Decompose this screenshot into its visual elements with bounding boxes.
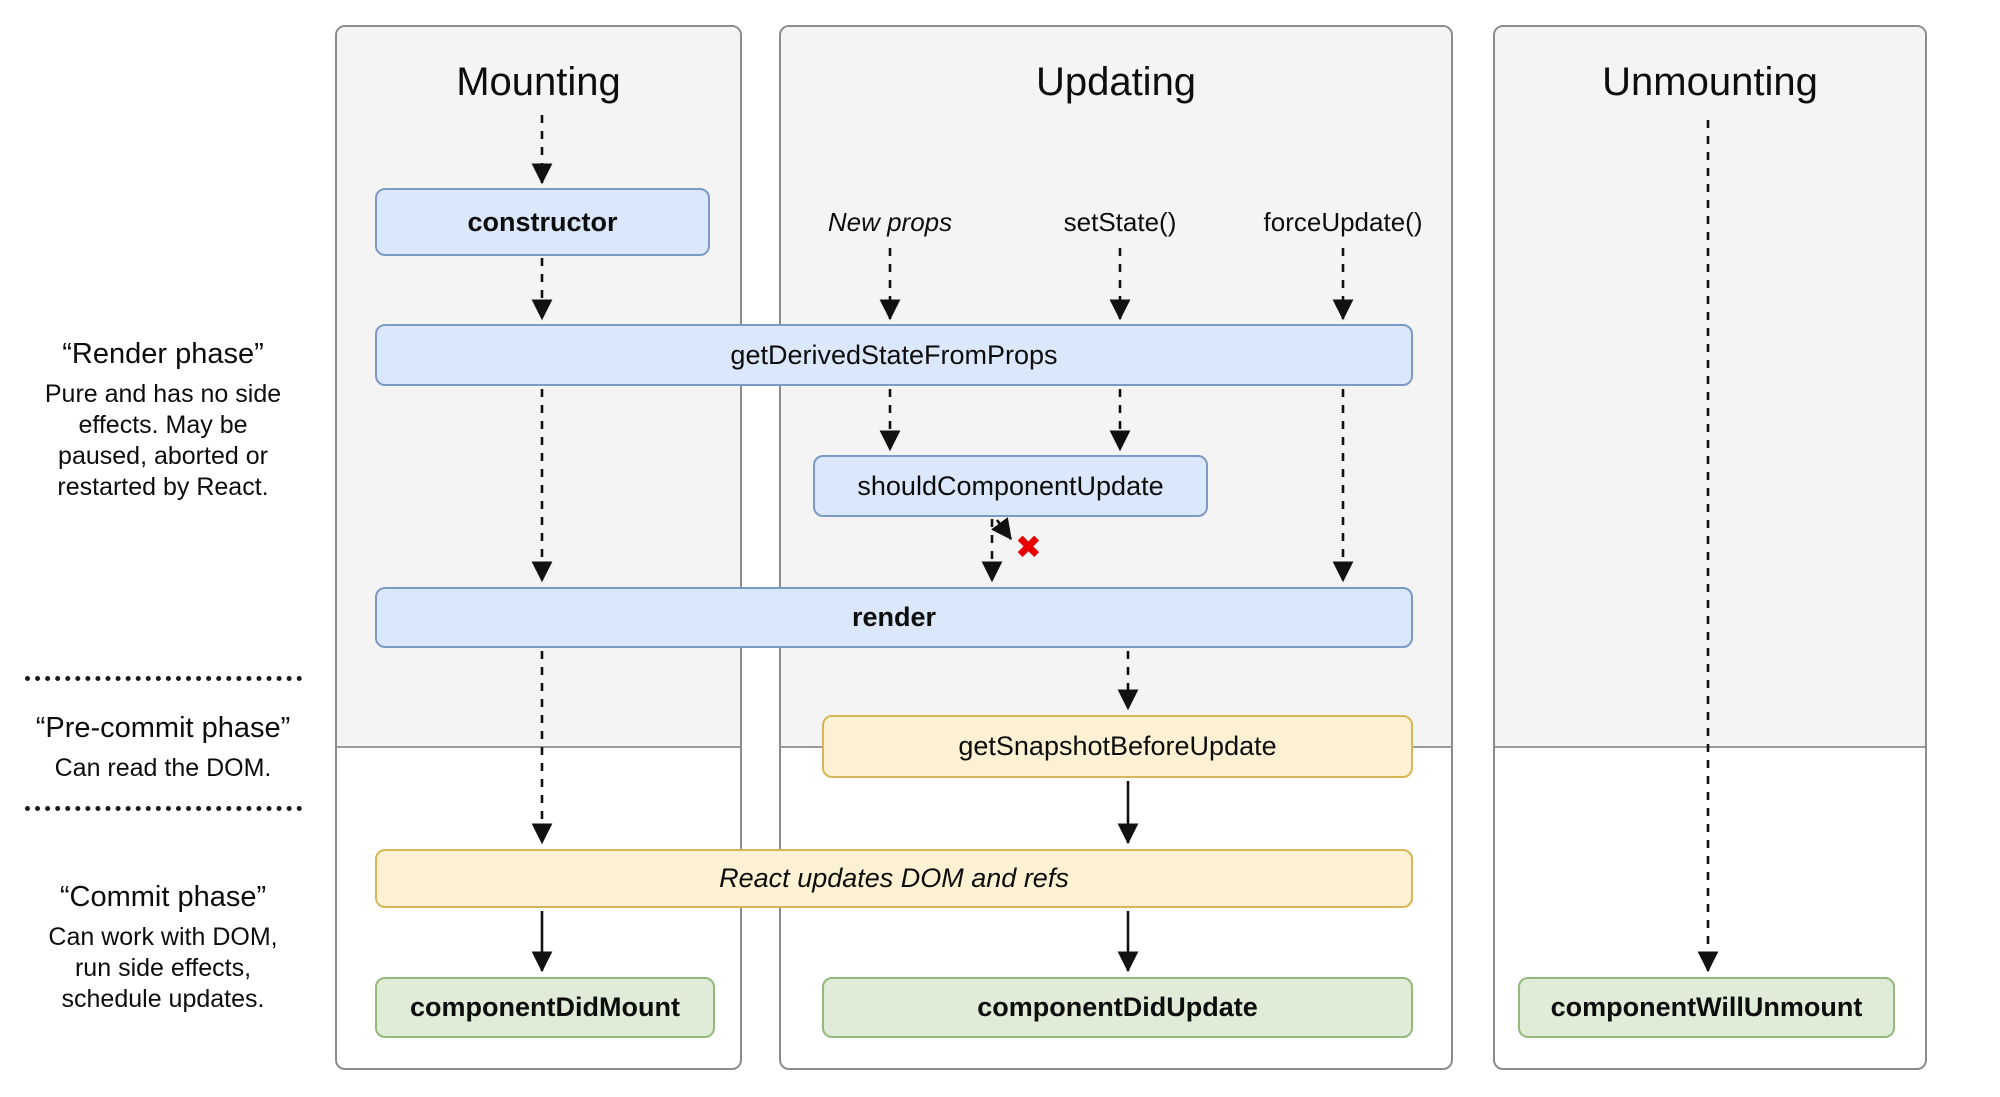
method-box-componentdidupdate[interactable]: componentDidUpdate bbox=[822, 977, 1413, 1038]
phase-label-pre-commit: “Pre-commit phase” Can read the DOM. bbox=[13, 711, 313, 784]
column-unmounting bbox=[1493, 25, 1927, 1070]
method-box-constructor[interactable]: constructor bbox=[375, 188, 710, 256]
column-title-mounting: Mounting bbox=[456, 60, 621, 104]
method-box-render[interactable]: render bbox=[375, 587, 1413, 648]
column-title-unmounting: Unmounting bbox=[1602, 60, 1818, 104]
dotted-separator-bottom bbox=[25, 806, 302, 811]
phase-title-pre-commit: “Pre-commit phase” bbox=[35, 712, 291, 744]
render-phase-region-unmounting bbox=[1495, 27, 1925, 748]
label-new-props: New props bbox=[827, 207, 953, 237]
phase-desc-render: Pure and has no side effects. May be pau… bbox=[44, 380, 282, 501]
column-title-updating: Updating bbox=[1035, 60, 1197, 104]
label-setstate: setState() bbox=[1063, 207, 1177, 237]
phase-title-render: “Render phase” bbox=[62, 338, 264, 370]
method-box-componentwillunmount[interactable]: componentWillUnmount bbox=[1518, 977, 1895, 1038]
phase-desc-commit: Can work with DOM, run side effects, sch… bbox=[48, 923, 278, 1013]
phase-label-render: “Render phase” Pure and has no side effe… bbox=[13, 337, 313, 503]
method-box-getderivedstatefromprops[interactable]: getDerivedStateFromProps bbox=[375, 324, 1413, 386]
phase-title-commit: “Commit phase” bbox=[59, 881, 267, 913]
phase-desc-pre-commit: Can read the DOM. bbox=[54, 754, 272, 782]
phase-label-commit: “Commit phase” Can work with DOM, run si… bbox=[13, 880, 313, 1015]
method-box-shouldcomponentupdate[interactable]: shouldComponentUpdate bbox=[813, 455, 1208, 517]
method-box-getsnapshotbeforeupdate[interactable]: getSnapshotBeforeUpdate bbox=[822, 715, 1413, 778]
method-box-componentdidmount[interactable]: componentDidMount bbox=[375, 977, 715, 1038]
box-react-updates-dom: React updates DOM and refs bbox=[375, 849, 1413, 908]
abort-cross-icon: ✖ bbox=[1015, 529, 1042, 565]
dotted-separator-top bbox=[25, 676, 302, 681]
column-updating bbox=[779, 25, 1453, 1070]
label-forceupdate: forceUpdate() bbox=[1263, 207, 1423, 237]
column-mounting bbox=[335, 25, 742, 1070]
